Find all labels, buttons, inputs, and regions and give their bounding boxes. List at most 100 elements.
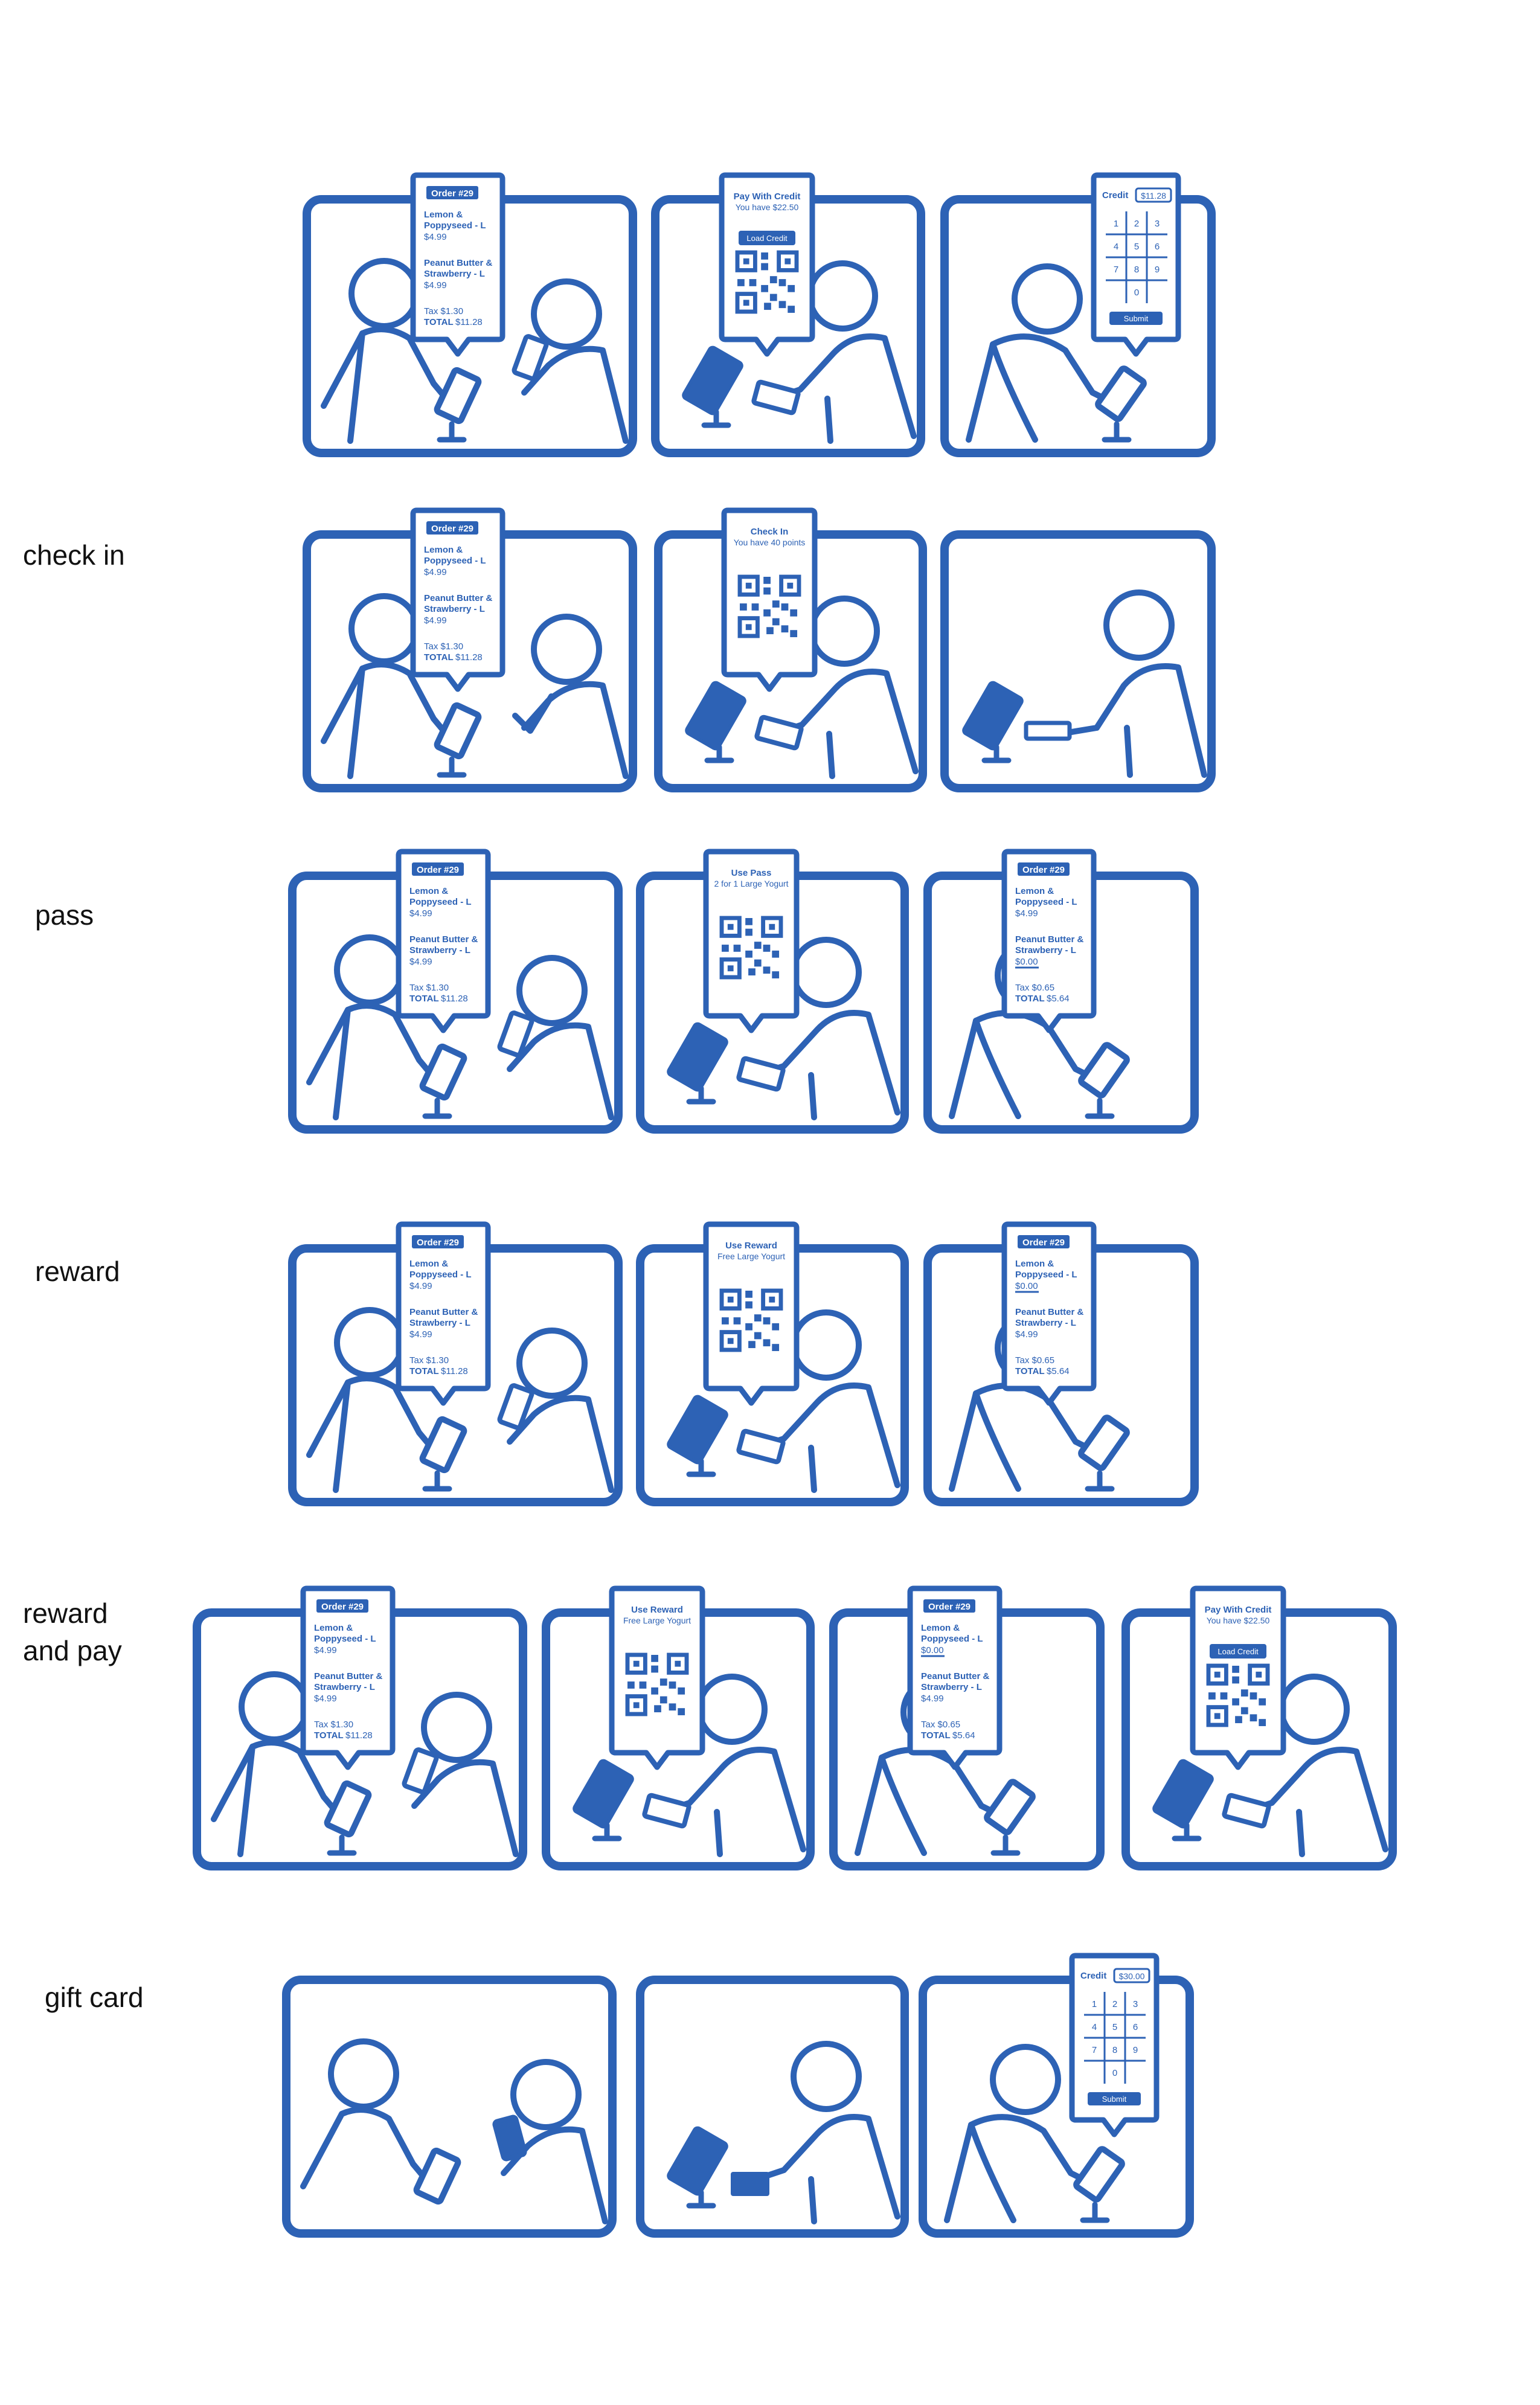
person-head-icon [348,258,420,329]
qr-module [745,918,752,925]
qr-module [659,1678,667,1686]
qr-module [737,279,745,286]
keypad-key: 7 [1114,265,1118,275]
customer-torso [968,2122,1016,2223]
keypad-key: 9 [1155,265,1160,275]
item-price: $4.99 [1015,1329,1038,1340]
item-name: Strawberry - L [921,1682,982,1692]
qr-corner [719,957,742,980]
keypad-value: $30.00 [1119,1971,1145,1981]
order-tag [1018,1235,1070,1248]
item-name: Peanut Butter & [1015,1307,1084,1317]
item-name: Poppyseed - L [921,1634,983,1644]
phone-icon [736,1056,786,1092]
qr-module [1232,1676,1239,1684]
customer-torso [973,1390,1021,1492]
bubble-subtitle: You have 40 points [734,538,806,547]
submit-label: Submit [1102,2095,1127,2104]
customer-body [745,1382,900,1488]
qr-code-icon [719,1288,783,1352]
phone-body [754,714,804,751]
storyboard-panel [940,530,1216,792]
qr-corner [779,574,801,597]
qr-corner-dot [743,300,749,306]
bubble-title: Use Reward [725,1241,777,1251]
qr-code-icon [625,1652,689,1716]
person-head-icon [1012,263,1083,335]
speech-bubble [703,1221,800,1406]
qr-module [781,603,789,611]
qr-module [772,1323,780,1331]
keypad-key: 4 [1092,2022,1097,2032]
tax-line: Tax $1.30 [409,983,449,993]
qr-module [627,1681,635,1689]
item-name: Poppyseed - L [409,897,472,907]
total-value: $11.28 [441,1366,468,1376]
submit-button [1109,312,1163,325]
item-price: $4.99 [921,1694,944,1704]
tax-line: Tax $1.30 [424,306,463,316]
phone-icon [751,379,801,416]
qr-module [790,630,798,637]
item-name: Strawberry - L [409,945,470,955]
scanner-icon [573,1759,634,1829]
qr-module [790,609,798,617]
person-head-icon [531,278,602,350]
submit-button [1088,2092,1141,2105]
qr-module [763,966,771,974]
item-price: $4.99 [409,908,432,919]
person-head-icon [348,593,420,664]
qr-module [745,1323,752,1331]
total-value: $5.64 [952,1730,975,1741]
order-title: Order #29 [431,188,473,199]
customer-body [507,1022,614,1120]
item-price: $4.99 [409,957,432,967]
qr-code-icon [737,574,801,638]
item-name: Poppyseed - L [409,1270,472,1280]
phone-icon [1222,1793,1271,1829]
phone-body [736,1428,786,1465]
qr-module [1232,1698,1239,1706]
speech-bubble [396,849,491,1033]
stand-base [327,1834,357,1856]
submit-label: Submit [1124,314,1149,323]
qr-module [772,971,780,978]
keypad-key: 0 [1134,287,1139,298]
person-head-icon [791,2041,862,2112]
qr-module [778,279,786,286]
item-name: Lemon & [314,1623,353,1633]
qr-module [745,950,752,958]
qr-module [763,1317,771,1325]
tablet-screen [1095,365,1147,422]
scanner-icon [685,681,746,751]
qr-corner [1206,1705,1228,1727]
person-head-icon [334,934,405,1006]
cashier-torso [333,1379,351,1493]
stand-base [422,1470,452,1492]
keypad-key: 6 [1133,2022,1138,2032]
tablet-icon [1095,365,1147,422]
qr-module [745,1301,752,1309]
qr-corner [1248,1663,1270,1686]
qr-module [1240,1689,1248,1697]
item-name: Peanut Butter & [409,934,478,945]
person-head-icon [791,1309,862,1381]
customer-torso [824,396,833,444]
bubble-subtitle: Free Large Yogurt [717,1251,785,1261]
qr-module [754,1314,762,1321]
person-head-icon [807,260,878,332]
customer-body [501,2126,608,2224]
tax-line: Tax $1.30 [424,641,463,652]
keypad-value: $11.28 [1141,191,1166,201]
tablet-icon [419,1416,467,1474]
bubble-subtitle: You have $22.50 [736,202,799,212]
qr-corner [1206,1663,1228,1686]
customer-torso [879,1755,927,1856]
qr-module [748,968,756,976]
